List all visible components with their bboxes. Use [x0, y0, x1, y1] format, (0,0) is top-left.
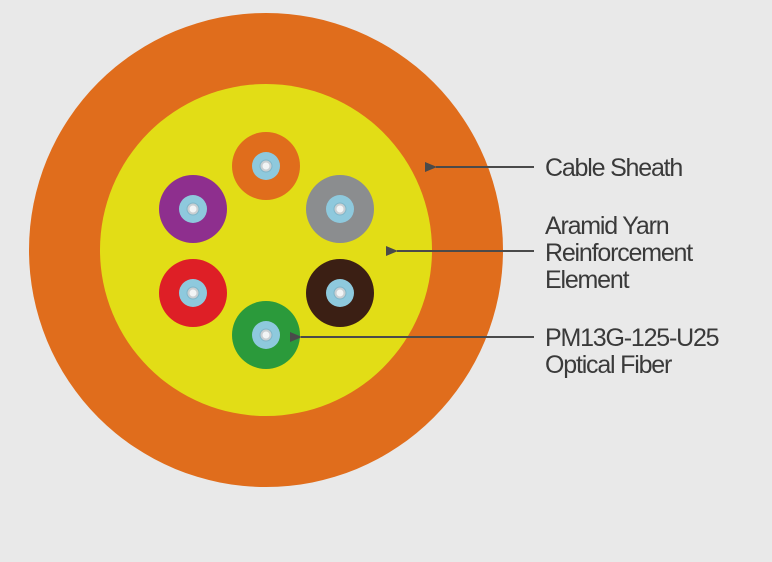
- fiber-brown: [306, 259, 374, 327]
- label-optical-fiber-line2: Optical Fiber: [545, 351, 672, 379]
- fiber-orange: [232, 132, 300, 200]
- fiber-green: [232, 301, 300, 369]
- label-optical-fiber-line1: PM13G-125-U25: [545, 324, 719, 352]
- label-aramid-yarn-line3: Element: [545, 266, 630, 294]
- label-aramid-yarn-line1: Aramid Yarn: [545, 212, 669, 240]
- label-aramid-yarn-line2: Reinforcement: [545, 239, 693, 267]
- fiber-purple: [159, 175, 227, 243]
- fiber-gray: [306, 175, 374, 243]
- fiber-group: [159, 132, 374, 369]
- label-cable-sheath: Cable Sheath: [545, 154, 682, 182]
- aramid-yarn-layer: [100, 84, 432, 416]
- fiber-red: [159, 259, 227, 327]
